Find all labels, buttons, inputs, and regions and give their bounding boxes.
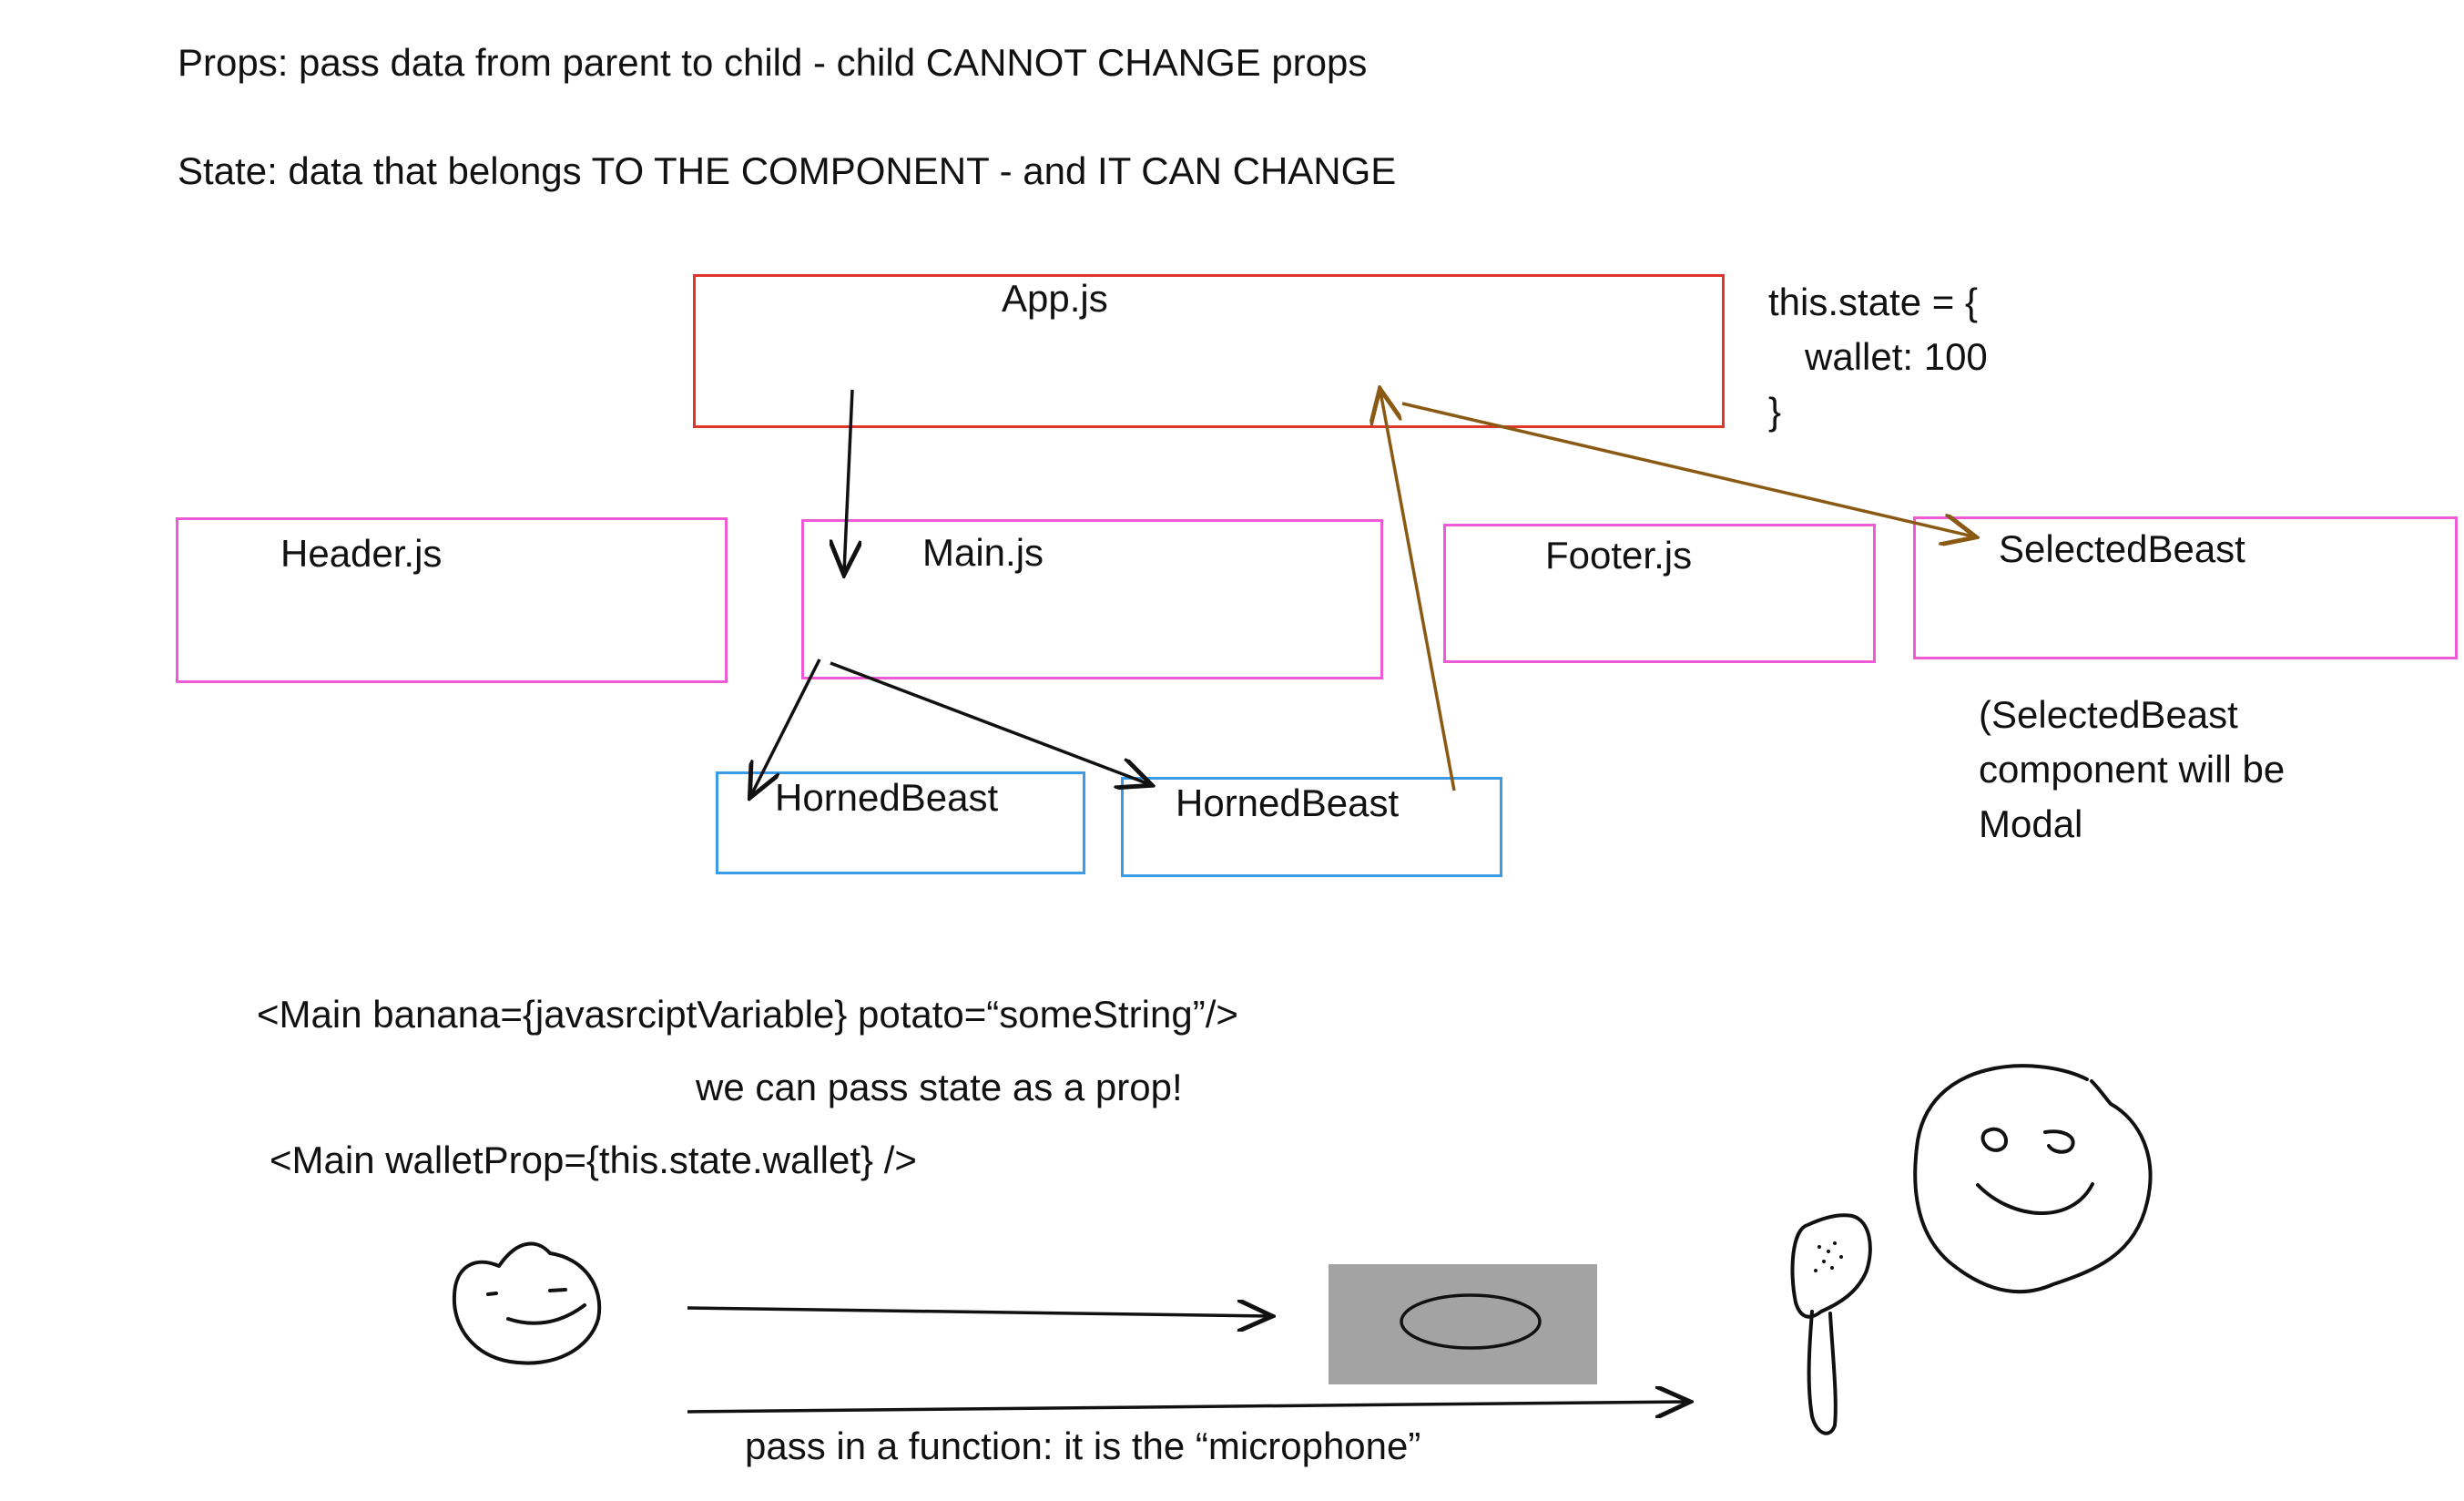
main-props-example: <Main banana={javasrciptVariable} potato… xyxy=(257,993,1238,1036)
arrow-main-to-horned-beast-1 xyxy=(751,659,821,795)
app-component-box: App.js xyxy=(693,274,1725,428)
smiley-face-small-icon xyxy=(452,1241,602,1365)
horned-beast-box-1: HornedBeast xyxy=(716,771,1085,874)
horned-beast-label-2: HornedBeast xyxy=(1176,781,1400,824)
arrow-function-to-microphone xyxy=(687,1402,1687,1412)
props-definition: Props: pass data from parent to child - … xyxy=(178,41,1368,84)
header-component-label: Header.js xyxy=(280,532,443,575)
selected-beast-note-line-1: (SelectedBeast xyxy=(1979,693,2238,736)
microphone-icon xyxy=(1790,1213,1872,1435)
arrow-app-to-main xyxy=(844,389,852,572)
app-component-label: App.js xyxy=(1002,277,1108,320)
selected-beast-note-line-3: Modal xyxy=(1979,802,2083,845)
arrow-horned-beast-to-app xyxy=(1380,392,1456,791)
state-definition: State: data that belongs TO THE COMPONEN… xyxy=(178,149,1397,192)
header-component-box: Header.js xyxy=(176,517,728,683)
selected-beast-component-box: SelectedBeast xyxy=(1913,516,2458,659)
arrow-main-to-horned-beast-2 xyxy=(830,661,1149,784)
arrow-face-to-screen xyxy=(687,1308,1269,1316)
footer-component-label: Footer.js xyxy=(1545,534,1693,577)
selected-beast-component-label: SelectedBeast xyxy=(1999,527,2245,570)
pass-function-note: pass in a function: it is the “microphon… xyxy=(745,1424,1421,1467)
pass-state-note: we can pass state as a prop! xyxy=(696,1066,1183,1108)
arrow-app-to-selected-beast xyxy=(1401,402,1973,536)
screen-icon xyxy=(1329,1264,1597,1384)
main-component-box: Main.js xyxy=(801,519,1383,679)
footer-component-box: Footer.js xyxy=(1443,524,1876,663)
horned-beast-label-1: HornedBeast xyxy=(775,776,999,819)
horned-beast-box-2: HornedBeast xyxy=(1121,777,1502,877)
smiley-face-large-icon xyxy=(1913,1064,2153,1294)
state-code-line-2: wallet: 100 xyxy=(1805,335,1988,378)
main-component-label: Main.js xyxy=(922,531,1044,574)
selected-beast-note-line-2: component will be xyxy=(1979,748,2286,791)
wallet-prop-example: <Main walletProp={this.state.wallet} /> xyxy=(270,1139,917,1181)
state-code-line-1: this.state = { xyxy=(1768,281,1978,323)
state-code-line-3: } xyxy=(1768,390,1782,433)
